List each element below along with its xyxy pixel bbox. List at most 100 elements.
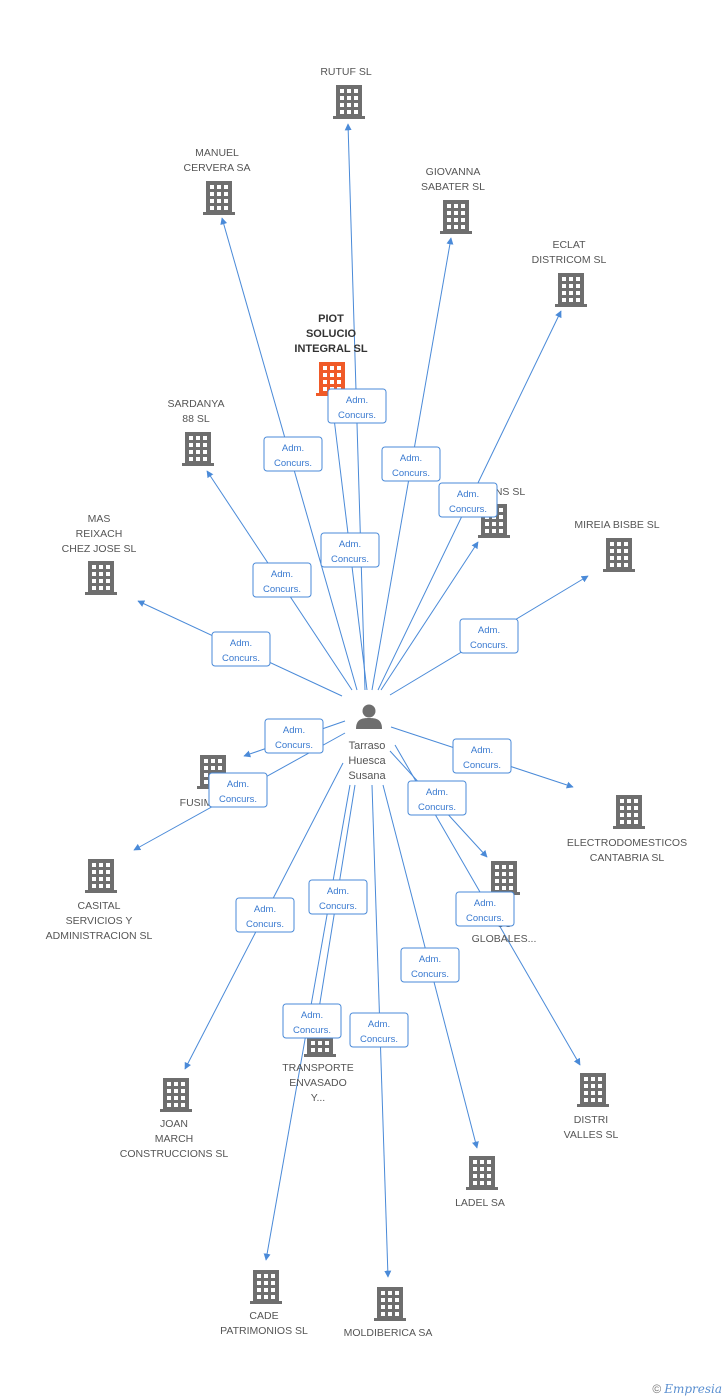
building-icon xyxy=(85,561,117,595)
company-name-line: SOLUCIO xyxy=(306,328,357,340)
role-text: Adm. xyxy=(478,625,500,636)
role-box xyxy=(208,772,268,808)
company-node-moldiberica[interactable]: MOLDIBERICA SA xyxy=(344,1287,433,1339)
role-label-joan-march: Adm. Concurs. xyxy=(235,897,295,933)
role-text: Concurs. xyxy=(274,458,312,469)
role-box xyxy=(400,947,460,983)
building-icon xyxy=(577,1073,609,1107)
role-text: Adm. xyxy=(474,898,496,909)
company-node-manuel-cervera[interactable]: MANUEL CERVERA SA xyxy=(184,147,251,215)
role-box xyxy=(263,436,323,472)
role-text: Concurs. xyxy=(418,802,456,813)
role-label-transporte: Adm.Concurs. xyxy=(308,879,368,915)
building-icon xyxy=(333,85,365,119)
role-text: Concurs. xyxy=(219,794,257,805)
role-text: Adm. xyxy=(426,787,448,798)
role-label-ladel: Adm. Concurs. xyxy=(400,947,460,983)
company-name-line: CADE xyxy=(249,1310,278,1322)
company-name-line: GIOVANNA xyxy=(426,166,481,178)
company-node-transporte[interactable]: TRANSPORTEENVASADOY... xyxy=(282,1023,354,1104)
role-box xyxy=(349,1012,409,1048)
company-node-electrodomesticos[interactable]: ELECTRODOMESTICOS CANTABRIA SL xyxy=(567,795,687,864)
role-text: Adm. xyxy=(227,779,249,790)
building-icon xyxy=(603,538,635,572)
role-label-globales: Adm. Concurs. xyxy=(407,780,467,816)
company-name-line: RUTUF SL xyxy=(320,66,371,78)
role-text: Concurs. xyxy=(360,1034,398,1045)
edge-ns-sl xyxy=(380,541,479,691)
role-label-fusim: Adm.Concurs. xyxy=(264,718,324,754)
role-text: Concurs. xyxy=(246,919,284,930)
person-name-line-3: Susana xyxy=(348,770,386,782)
role-box xyxy=(320,532,380,568)
role-text: Adm. xyxy=(346,395,368,406)
role-box xyxy=(235,897,295,933)
company-node-ns-sl[interactable]: NS SL xyxy=(478,486,525,538)
role-text: Concurs. xyxy=(449,504,487,515)
role-label-manuel-cervera: Adm. Concurs. xyxy=(263,436,323,472)
role-text: Concurs. xyxy=(293,1025,331,1036)
role-text: Adm. xyxy=(327,886,349,897)
role-text: Adm. xyxy=(301,1010,323,1021)
company-name-line: 88 SL xyxy=(182,413,210,425)
role-box xyxy=(381,446,441,482)
company-name-line: MANUEL xyxy=(195,147,239,159)
role-label-giovanna-sabater: Adm.Concurs. xyxy=(381,446,441,482)
brand-footer: ©Empresia xyxy=(652,1382,722,1396)
company-node-fusim[interactable]: FUSIM xyxy=(180,755,229,809)
company-node-sardanya-88[interactable]: SARDANYA 88 SL xyxy=(168,398,225,466)
company-name-line: CANTABRIA SL xyxy=(590,852,665,864)
company-name-line: MIREIA BISBE SL xyxy=(574,519,659,531)
company-name-line: PATRIMONIOS SL xyxy=(220,1325,308,1337)
person-node[interactable]: Tarraso Huesca Susana xyxy=(348,704,387,783)
role-text: Adm. xyxy=(419,954,441,965)
role-text: Concurs. xyxy=(222,653,260,664)
building-icon xyxy=(466,1156,498,1190)
role-text: Adm. xyxy=(339,539,361,550)
building-icon xyxy=(160,1078,192,1112)
role-text: Concurs. xyxy=(466,913,504,924)
company-name-line: ELECTRODOMESTICOS xyxy=(567,837,687,849)
company-node-cade-patrimonios[interactable]: CADE PATRIMONIOS SL xyxy=(220,1270,308,1337)
company-node-ladel[interactable]: LADEL SA xyxy=(455,1156,505,1209)
brand-name: Empresia xyxy=(664,1382,722,1396)
company-name-line: CERVERA SA xyxy=(184,162,251,174)
company-name-line: CHEZ JOSE SL xyxy=(62,543,137,555)
role-label-sardanya-88: Adm. Concurs. xyxy=(252,562,312,598)
building-icon xyxy=(555,273,587,307)
role-box xyxy=(452,738,512,774)
role-text: Concurs. xyxy=(411,969,449,980)
company-name-line: Y... xyxy=(311,1092,325,1104)
role-text: Concurs. xyxy=(392,468,430,479)
role-text: Concurs. xyxy=(263,584,301,595)
role-text: Adm. xyxy=(471,745,493,756)
role-text: Adm. xyxy=(254,904,276,915)
company-name-line: SARDANYA xyxy=(168,398,225,410)
company-name-line: FUSIM xyxy=(180,797,213,809)
role-text: Adm. xyxy=(271,569,293,580)
company-node-mireia-bisbe[interactable]: MIREIA BISBE SL xyxy=(574,519,660,572)
copyright-symbol: © xyxy=(652,1382,662,1396)
role-text: Concurs. xyxy=(338,410,376,421)
building-icon xyxy=(203,181,235,215)
role-text: Adm. xyxy=(282,443,304,454)
role-label-mas-reixach: Adm.Concurs. xyxy=(211,631,271,667)
company-name-line: GLOBALES... xyxy=(472,933,537,945)
role-text: Concurs. xyxy=(275,740,313,751)
company-name-line: ENVASADO xyxy=(289,1077,347,1089)
company-name-line: PIOT xyxy=(318,313,344,325)
company-node-rutuf[interactable]: RUTUF SL xyxy=(320,66,372,119)
company-name-line: MAS xyxy=(88,513,111,525)
role-label-eclat-districom: Adm.Concurs. xyxy=(438,482,498,518)
company-name-line: MARCH xyxy=(155,1133,194,1145)
role-box xyxy=(407,780,467,816)
person-name-line-1: Tarraso xyxy=(349,740,386,752)
building-icon xyxy=(182,432,214,466)
